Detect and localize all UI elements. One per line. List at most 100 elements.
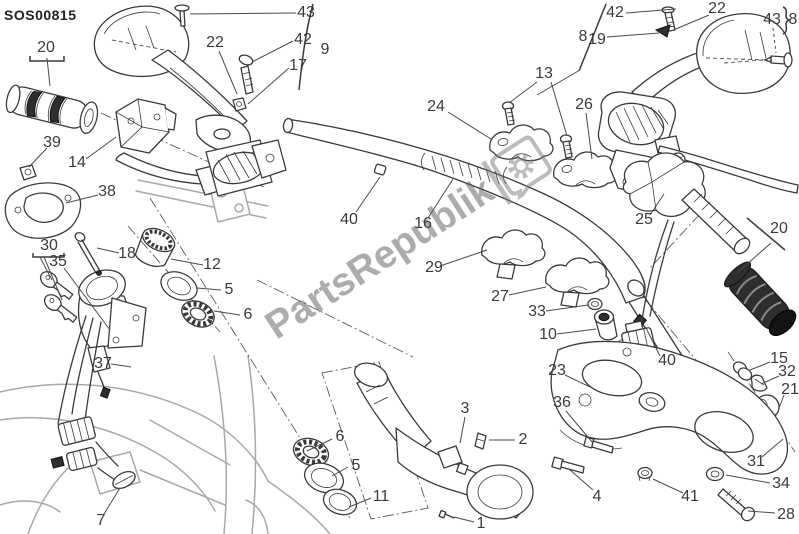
leader-line — [760, 375, 780, 385]
leader-line — [606, 32, 660, 38]
steering-stem-3 — [353, 362, 534, 520]
clamp-26 — [553, 151, 618, 189]
leader-line — [761, 438, 784, 458]
screw-1 — [438, 509, 455, 519]
part-callout-1: 1 — [476, 515, 486, 532]
pin-2 — [474, 432, 487, 450]
leader-line — [447, 111, 492, 140]
part-callout-21: 21 — [781, 381, 799, 398]
washer-11 — [322, 488, 358, 516]
part-callout-31: 31 — [747, 453, 765, 470]
throttle-switch-25 — [621, 152, 751, 359]
leader-line — [625, 8, 677, 14]
part-callout-7: 7 — [96, 512, 106, 529]
nut-39 — [19, 164, 37, 181]
leader-line — [737, 242, 772, 273]
part-callout-20: 20 — [37, 39, 55, 56]
leader-line — [110, 363, 132, 368]
right-grip — [723, 261, 797, 336]
part-callout-19: 19 — [588, 31, 606, 48]
bar-nub-40-upper — [373, 163, 387, 176]
right-mirror-screw-43 — [723, 52, 793, 68]
part-callout-35: 35 — [49, 253, 67, 270]
part-callout-11: 11 — [372, 488, 390, 505]
leader-line — [348, 497, 372, 508]
part-callout-6: 6 — [243, 306, 253, 323]
leader-line — [251, 40, 294, 63]
leader-line — [564, 374, 591, 388]
left-switchgear — [115, 98, 177, 154]
leader-line — [170, 258, 204, 266]
leader-line — [39, 256, 53, 281]
part-callout-29: 29 — [425, 259, 443, 276]
screw-36 — [583, 436, 614, 454]
leader-line — [725, 474, 771, 484]
cover-38 — [4, 182, 82, 239]
left-mirror — [93, 5, 251, 154]
part-callout-22: 22 — [206, 34, 224, 51]
part-callout-23: 23 — [548, 362, 566, 379]
leader-line — [585, 112, 593, 160]
leader-line — [556, 328, 597, 335]
part-callout-2: 2 — [518, 431, 528, 448]
part-callout-16: 16 — [414, 215, 432, 232]
leader-line — [649, 193, 665, 216]
keys-30 — [39, 271, 78, 323]
leader-line — [43, 256, 63, 301]
washer-33 — [587, 297, 603, 311]
leader-line — [196, 287, 222, 291]
clamp-27 — [545, 257, 610, 308]
part-callout-17: 17 — [289, 57, 307, 74]
part-callout-14: 14 — [68, 154, 86, 171]
leader-line — [439, 249, 488, 267]
leader-line — [427, 178, 454, 219]
part-callout-37: 37 — [94, 355, 112, 372]
leader-line — [568, 468, 594, 491]
clamp-29 — [481, 229, 546, 280]
leader-line — [565, 410, 593, 443]
part-callout-12: 12 — [203, 256, 221, 273]
leader-line — [453, 516, 475, 523]
part-callout-8: 8 — [788, 11, 798, 28]
antenna-pin-18 — [74, 232, 102, 276]
seal-5-lower — [303, 462, 345, 494]
part-callout-30: 30 — [40, 237, 58, 254]
leader-line — [65, 194, 99, 204]
cone-32 — [750, 374, 768, 392]
bearing-6-upper — [181, 300, 215, 328]
part-callout-24: 24 — [427, 98, 445, 115]
leader-line — [645, 327, 661, 357]
part-callout-43: 43 — [763, 11, 781, 28]
leader-line — [306, 438, 333, 452]
part-callout-43: 43 — [297, 4, 315, 21]
part-callout-3: 3 — [460, 400, 470, 417]
ring-12 — [134, 227, 176, 267]
leader-line — [778, 394, 785, 409]
leader-line — [459, 416, 466, 444]
part-callout-40: 40 — [658, 352, 676, 369]
leader-line — [536, 69, 581, 96]
part-callout-9: 9 — [320, 41, 330, 58]
leader-line — [550, 81, 568, 137]
leader-line — [103, 487, 121, 515]
ignition-switch — [77, 269, 147, 399]
part-callout-26: 26 — [575, 96, 593, 113]
leader-line — [189, 12, 297, 15]
nut-41 — [637, 466, 653, 482]
catalog-code: SOS00815 — [4, 7, 77, 23]
screw-4 — [551, 456, 585, 474]
part-callout-22: 22 — [708, 0, 726, 17]
leader-line — [670, 14, 710, 32]
part-callout-42: 42 — [606, 4, 624, 21]
part-callout-5: 5 — [351, 457, 361, 474]
leader-line — [355, 176, 381, 213]
part-callout-5: 5 — [224, 281, 234, 298]
part-callout-42: 42 — [294, 31, 312, 48]
leader-line — [772, 27, 777, 54]
left-mirror-screw-43 — [174, 4, 190, 27]
part-callout-20: 20 — [770, 220, 788, 237]
leader-line — [331, 466, 349, 477]
leader-line — [747, 510, 776, 514]
leader-line — [749, 361, 771, 371]
